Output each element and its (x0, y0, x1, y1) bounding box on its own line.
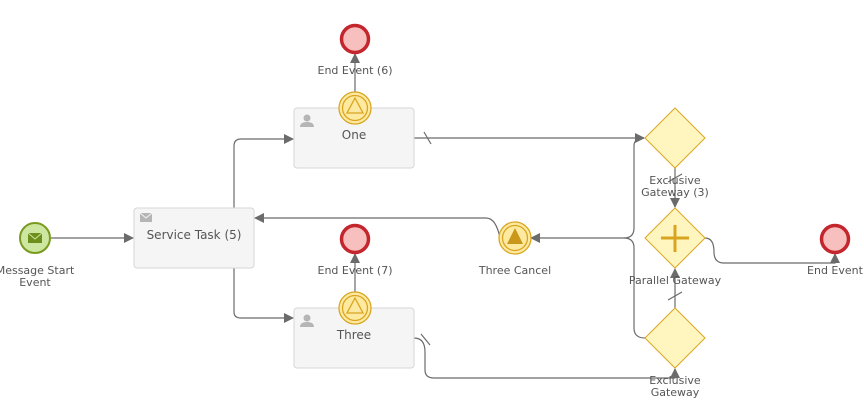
escalation-icon (345, 296, 365, 314)
exclusive-gateway-label-2: Gateway (651, 386, 700, 399)
flow-parallel-to-end[interactable] (704, 237, 840, 264)
flow-exclusive-to-cancel[interactable] (530, 233, 646, 339)
parallel-gateway[interactable]: Parallel Gateway (629, 207, 722, 287)
default-flow-marker (420, 333, 431, 346)
flow-to-gateway3[interactable] (623, 137, 645, 239)
task-one-label: One (342, 128, 366, 142)
parallel-gateway-label: Parallel Gateway (629, 274, 722, 287)
plus-icon (661, 225, 689, 252)
end-event-label: End Event (807, 264, 864, 277)
task-three-label: Three (336, 328, 371, 342)
exclusive-gateway-3[interactable]: Exclusive Gateway (3) (641, 107, 709, 199)
exclusive-gateway-3-label-2: Gateway (3) (641, 186, 709, 199)
end-event-7[interactable]: End Event (7) (318, 223, 393, 278)
user-icon (300, 314, 314, 327)
default-flow-marker (423, 131, 432, 145)
service-task[interactable]: Service Task (5) (133, 207, 255, 269)
default-flow-marker (667, 173, 683, 183)
end-event-6[interactable]: End Event (6) (318, 23, 393, 78)
user-task-three[interactable]: Three (293, 307, 415, 369)
message-start-event[interactable]: Message Start Event (0, 222, 75, 289)
escalation-icon (507, 228, 523, 244)
exclusive-gateway[interactable]: Exclusive Gateway (644, 307, 706, 399)
start-event-label-2: Event (19, 276, 51, 289)
flow-service-to-three[interactable] (233, 268, 294, 323)
boundary-escalation-event-three[interactable] (338, 291, 372, 325)
end-event-7-label: End Event (7) (318, 264, 393, 277)
three-cancel-label: Three Cancel (478, 264, 551, 277)
end-event-6-label: End Event (6) (318, 64, 393, 77)
start-event-label: Message Start (0, 264, 75, 277)
user-task-one[interactable]: One (293, 107, 415, 169)
envelope-icon (27, 232, 43, 243)
service-task-label: Service Task (5) (147, 228, 242, 242)
exclusive-gateway-label: Exclusive (649, 374, 701, 387)
three-cancel-event[interactable]: Three Cancel (478, 221, 551, 277)
flow-three-to-exclusive[interactable] (413, 337, 680, 379)
escalation-icon (345, 96, 365, 114)
user-icon (300, 114, 314, 127)
sequence-flows (50, 53, 840, 379)
flow-service-to-one[interactable] (233, 134, 294, 208)
flow-cancel-to-service[interactable] (254, 213, 501, 239)
boundary-escalation-event-one[interactable] (338, 91, 372, 125)
end-event[interactable]: End Event (807, 223, 864, 278)
default-flow-marker (667, 291, 683, 301)
exclusive-gateway-3-label: Exclusive (649, 174, 701, 187)
envelope-icon (139, 212, 153, 222)
